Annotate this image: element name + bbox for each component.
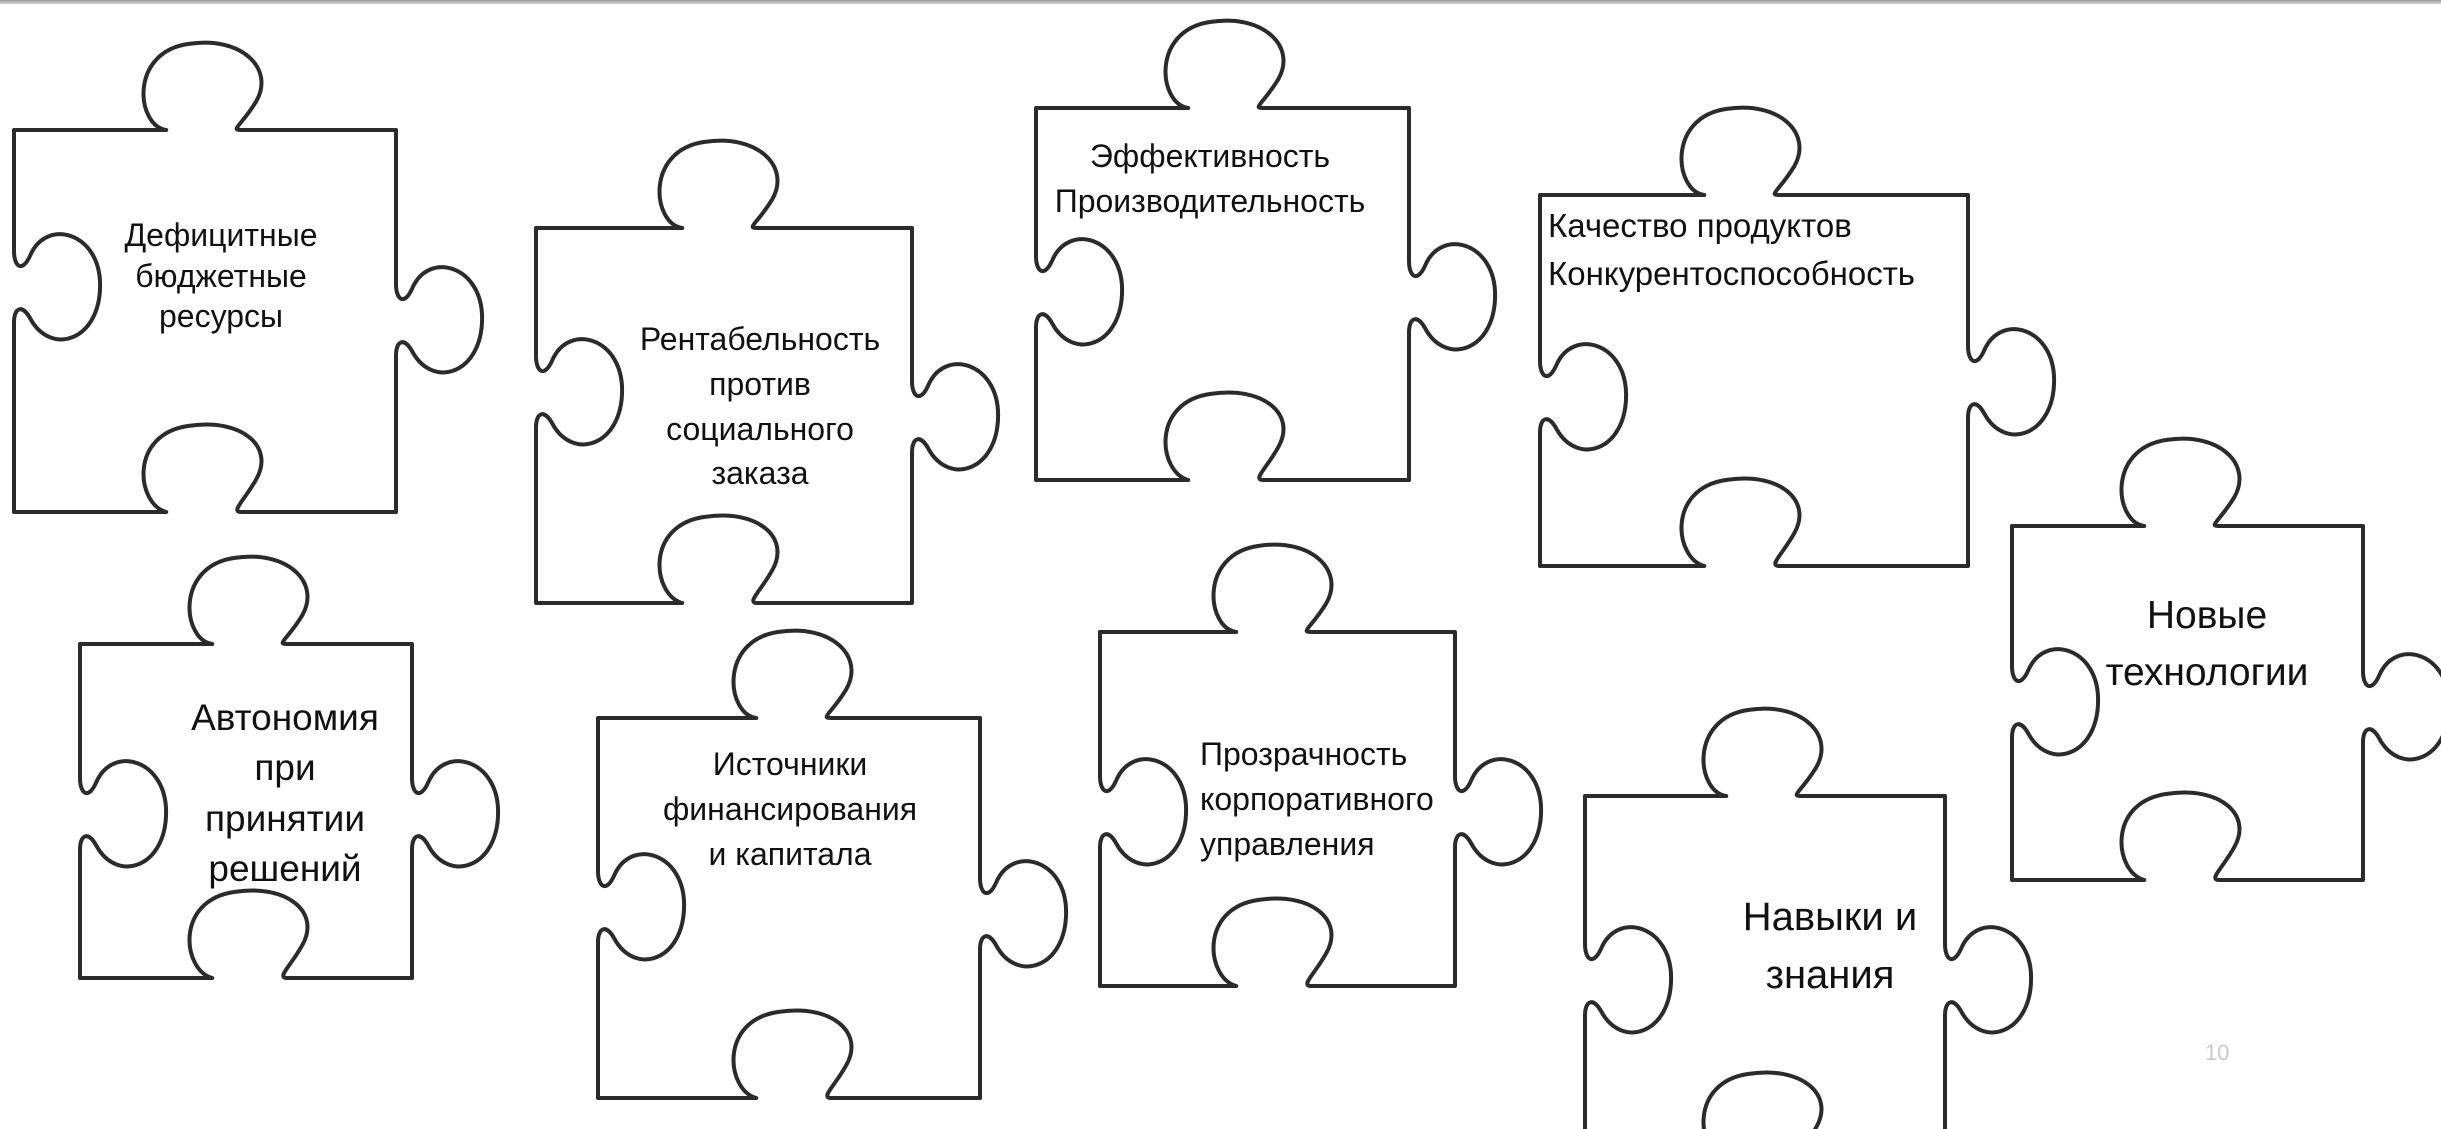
- piece-label-skills: Навыки и знания: [1690, 888, 1970, 1004]
- puzzle-piece-outline: [1538, 105, 2057, 568]
- puzzle-piece-skills: [1583, 706, 2034, 1129]
- piece-label-transparency: Прозрачность корпоративного управления: [1200, 732, 1500, 866]
- label-line: при: [254, 747, 316, 789]
- label-line: Дефицитные: [124, 217, 318, 253]
- label-line: Качество продуктов: [1548, 207, 1852, 244]
- label-line: Источники: [712, 746, 868, 782]
- label-line: ресурсы: [158, 298, 284, 335]
- puzzle-piece-quality: [1538, 105, 2057, 568]
- puzzle-piece-outline: [1034, 18, 1498, 482]
- puzzle-piece-autonomy: [78, 554, 501, 980]
- puzzle-piece-outline: [12, 40, 485, 514]
- slide-page-number: 10: [2205, 1040, 2230, 1060]
- puzzle-piece-efficiency: [1034, 18, 1498, 482]
- puzzle-piece-outline: [2010, 436, 2441, 882]
- piece-label-funding: Источники финансирования и капитала: [640, 742, 940, 876]
- piece-label-profitability: Рентабельность против социального заказа: [620, 317, 900, 496]
- label-line: Навыки и: [1742, 895, 1918, 939]
- label-line: технологии: [2105, 650, 2309, 694]
- piece-label-autonomy: Автономия при принятии решений: [160, 693, 410, 894]
- label-line: Рентабельность: [639, 321, 881, 357]
- label-line: решений: [208, 847, 362, 889]
- piece-label-new-tech: Новые технологии: [2082, 588, 2332, 701]
- piece-label-efficiency: Эффективность Производительность: [1040, 134, 1380, 224]
- label-line: Автономия: [191, 697, 379, 738]
- puzzle-piece-outline: [78, 554, 501, 980]
- label-line: Производительность: [1054, 182, 1366, 219]
- puzzle-piece-outline: [1098, 542, 1544, 988]
- slide-top-border: [0, 0, 2441, 4]
- label-line: корпоративного: [1200, 780, 1434, 817]
- label-line: и капитала: [708, 835, 872, 872]
- label-line: Конкурентоспособность: [1548, 254, 1915, 292]
- label-line: управления: [1200, 825, 1375, 862]
- label-line: против: [709, 365, 811, 402]
- puzzle-piece-outline: [596, 628, 1069, 1100]
- label-line: заказа: [711, 455, 809, 492]
- puzzle-piece-transparency: [1098, 542, 1544, 988]
- puzzle-piece-new-tech: [2010, 436, 2441, 882]
- piece-label-quality: Качество продуктов Конкурентоспособность: [1548, 202, 1968, 298]
- piece-label-deficit: Дефицитные бюджетные ресурсы: [96, 215, 346, 337]
- label-line: Прозрачность: [1200, 736, 1408, 772]
- label-line: знания: [1765, 953, 1895, 997]
- label-line: социального: [666, 410, 854, 447]
- label-line: Новые: [2146, 594, 2268, 637]
- puzzle-piece-funding: [596, 628, 1069, 1100]
- label-line: финансирования: [662, 790, 918, 827]
- puzzle-piece-outline: [1583, 706, 2034, 1129]
- label-line: Эффективность: [1089, 138, 1331, 174]
- puzzle-piece-outline: [534, 138, 1001, 605]
- label-line: бюджетные: [135, 257, 307, 294]
- puzzle-piece-profitability: [534, 138, 1001, 605]
- label-line: принятии: [204, 797, 366, 839]
- puzzle-piece-deficit: [12, 40, 485, 514]
